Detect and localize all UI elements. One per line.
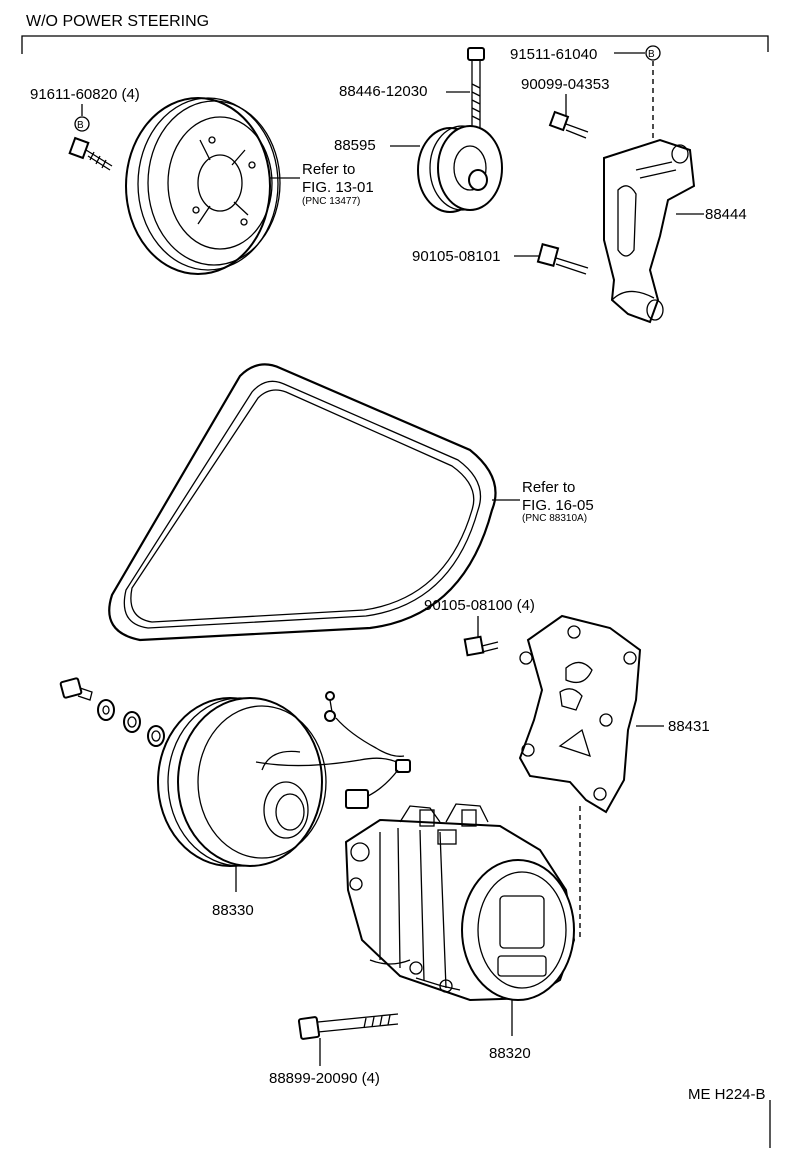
label-88320: 88320 — [489, 1045, 531, 1062]
marker-b-right — [645, 45, 661, 61]
label-90105-08100: 90105-08100 (4) — [424, 597, 535, 614]
washer-2 — [123, 711, 141, 733]
label-88444: 88444 — [705, 206, 747, 223]
idler-bolt — [467, 47, 485, 128]
marker-b-left — [74, 116, 90, 132]
marker-b-left-text: B — [77, 120, 84, 131]
bracket-88444 — [603, 138, 696, 324]
label-88446-12030: 88446-12030 — [339, 83, 427, 100]
label-88431: 88431 — [668, 718, 710, 735]
clutch-nut — [59, 677, 93, 701]
page-title: W/O POWER STEERING — [26, 13, 209, 30]
label-88330: 88330 — [212, 902, 254, 919]
bolt-08101 — [536, 243, 589, 275]
label-90105-08101: 90105-08101 — [412, 248, 500, 265]
clutch-lead-wire — [255, 710, 411, 809]
label-88595: 88595 — [334, 137, 376, 154]
marker-b-right-text: B — [648, 49, 655, 60]
bracket-88431 — [518, 614, 642, 814]
crankshaft-pulley — [125, 97, 281, 275]
label-90099-04353: 90099-04353 — [521, 76, 609, 93]
bolt-08100 — [463, 635, 499, 657]
ref-pulley-line3: (PNC 13477) — [302, 196, 360, 207]
v-belt — [108, 363, 497, 642]
ref-pulley-line2: FIG. 13-01 — [302, 179, 374, 196]
washer-3 — [147, 725, 165, 747]
long-bolt — [297, 1013, 399, 1040]
washer-1 — [97, 699, 115, 721]
bolt-04353 — [548, 110, 589, 139]
ref-belt-line1: Refer to — [522, 479, 575, 496]
idler-pulley — [417, 125, 503, 213]
figure-code: ME H224-B — [688, 1086, 766, 1103]
label-91511-61040: 91511-61040 — [510, 46, 597, 63]
label-91611-60820: 91611-60820 (4) — [30, 86, 140, 103]
label-88899-20090: 88899-20090 (4) — [269, 1070, 380, 1087]
header-frame — [21, 35, 769, 54]
ref-belt-line3: (PNC 88310A) — [522, 513, 587, 524]
magnetic-clutch — [157, 697, 327, 867]
compressor — [344, 803, 576, 1002]
ref-belt-line2: FIG. 16-05 — [522, 497, 594, 514]
crank-bolt — [68, 136, 113, 171]
ref-pulley-line1: Refer to — [302, 161, 355, 178]
small-screw — [325, 691, 335, 713]
